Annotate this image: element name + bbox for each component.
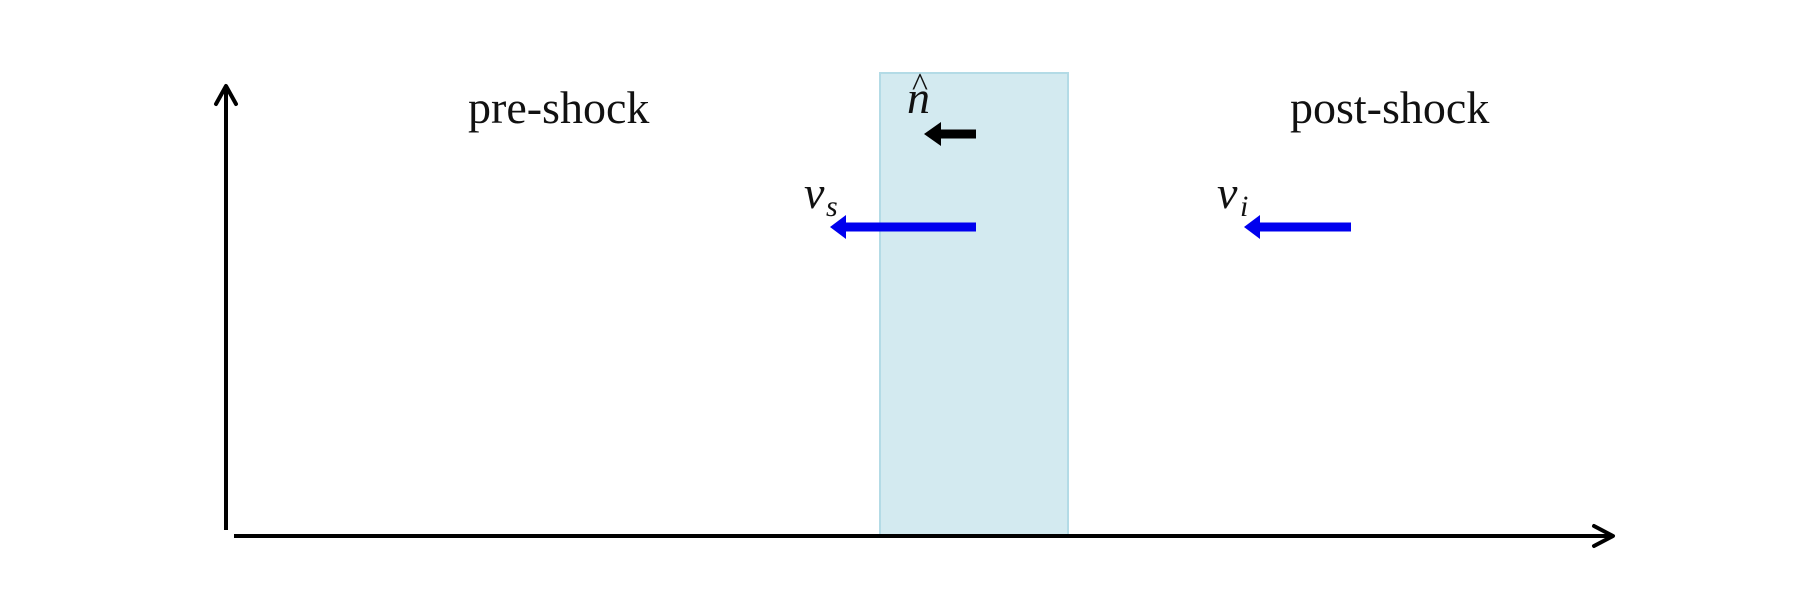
shock-velocity-subscript: s xyxy=(826,190,838,223)
left-arrow-icon xyxy=(1244,215,1351,239)
x-axis-arrowhead xyxy=(1592,524,1615,548)
left-arrow-icon xyxy=(924,122,976,146)
y-axis-arrowhead xyxy=(214,84,238,106)
normal-vector: ^ n xyxy=(907,67,976,146)
left-arrow-icon xyxy=(830,215,976,239)
shock-velocity-symbol: v xyxy=(804,167,825,218)
inflow-velocity-vector: v i xyxy=(1217,167,1351,239)
axes xyxy=(214,84,1615,548)
shock-region xyxy=(879,72,1069,536)
normal-symbol: n xyxy=(907,72,930,123)
inflow-velocity-symbol: v xyxy=(1217,167,1238,218)
inflow-velocity-subscript: i xyxy=(1240,190,1248,223)
post-shock-label: post-shock xyxy=(1290,82,1489,133)
normal-hat: ^ xyxy=(912,67,928,104)
shock-velocity-vector: v s xyxy=(804,167,976,239)
pre-shock-label: pre-shock xyxy=(468,82,649,133)
